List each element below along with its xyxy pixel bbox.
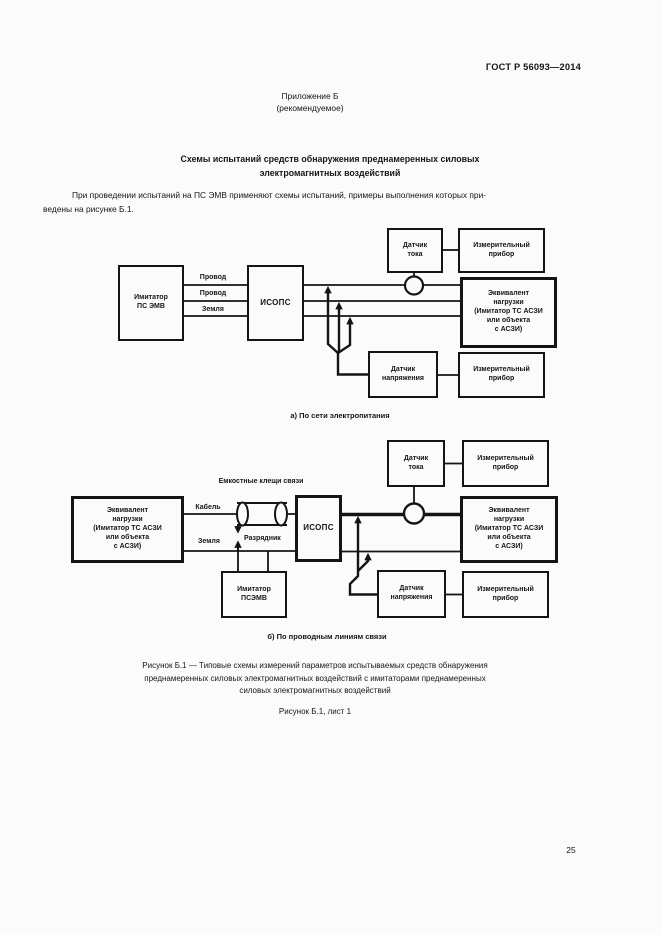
wire-label-provod-1: Провод: [199, 274, 227, 281]
figure-caption: Рисунок Б.1 — Типовые схемы измерений па…: [142, 661, 488, 695]
doc-code: ГОСТ Р 56093—2014: [485, 62, 581, 72]
caption-diagram-a: а) По сети электропитания: [290, 411, 390, 420]
box-meter-top-a: Измерительный прибор: [458, 228, 545, 273]
capacitive-clamp-symbol: [236, 501, 288, 527]
label-capacitive-clamp: Емкостные клещи связи: [218, 478, 304, 485]
wire-label-provod-2: Провод: [199, 290, 227, 297]
wire-label-zemlya-a: Земля: [202, 306, 224, 313]
imitator-psemv-links: [237, 551, 269, 571]
wire-label-zemlya-b: Земля: [198, 538, 220, 545]
box-load-equivalent-right-b: Эквивалент нагрузки (Имитатор ТС АСЗИ ил…: [460, 496, 558, 563]
box-current-sensor-a: Датчик тока: [387, 228, 443, 273]
box-isops-b: ИСОПС: [295, 495, 342, 562]
annex-type: (рекомендуемое): [276, 103, 344, 113]
current-clamp-symbol-a: [403, 275, 425, 296]
intro-paragraph: При проведении испытаний на ПС ЭМВ приме…: [43, 190, 487, 214]
box-imitator-psemv: Имитатор ПСЭМВ: [221, 571, 287, 618]
box-meter-top-b: Измерительный прибор: [462, 440, 549, 487]
current-clamp-symbol-b: [402, 502, 426, 525]
box-imitator-ps-emv: Имитатор ПС ЭМВ: [118, 265, 184, 341]
page-title: Схемы испытаний средств обнаружения пред…: [180, 154, 480, 178]
box-meter-bottom-b: Измерительный прибор: [462, 571, 549, 618]
figure-sheet-label: Рисунок Б.1, лист 1: [278, 707, 352, 716]
box-load-equivalent-a: Эквивалент нагрузки (Имитатор ТС АСЗИ ил…: [460, 277, 557, 348]
box-current-sensor-b: Датчик тока: [387, 440, 445, 487]
diagram-b-right-wires: [342, 462, 462, 596]
wire-label-cable: Кабель: [195, 504, 221, 511]
voltage-probe-arrows-a: [324, 285, 368, 376]
box-meter-bottom-a: Измерительный прибор: [458, 352, 545, 398]
page-number: 25: [566, 845, 576, 855]
wire-label-arrester: Разрядник: [244, 535, 281, 542]
annex-label: Приложение Б: [281, 91, 339, 101]
caption-diagram-b: б) По проводным линиям связи: [267, 632, 387, 641]
box-isops-a: ИСОПС: [247, 265, 304, 341]
box-voltage-sensor-b: Датчик напряжения: [377, 570, 446, 618]
box-voltage-sensor-a: Датчик напряжения: [368, 351, 438, 398]
box-load-equivalent-left-b: Эквивалент нагрузки (Имитатор ТС АСЗИ ил…: [71, 496, 184, 563]
voltage-probe-arrows-b: [348, 515, 377, 596]
